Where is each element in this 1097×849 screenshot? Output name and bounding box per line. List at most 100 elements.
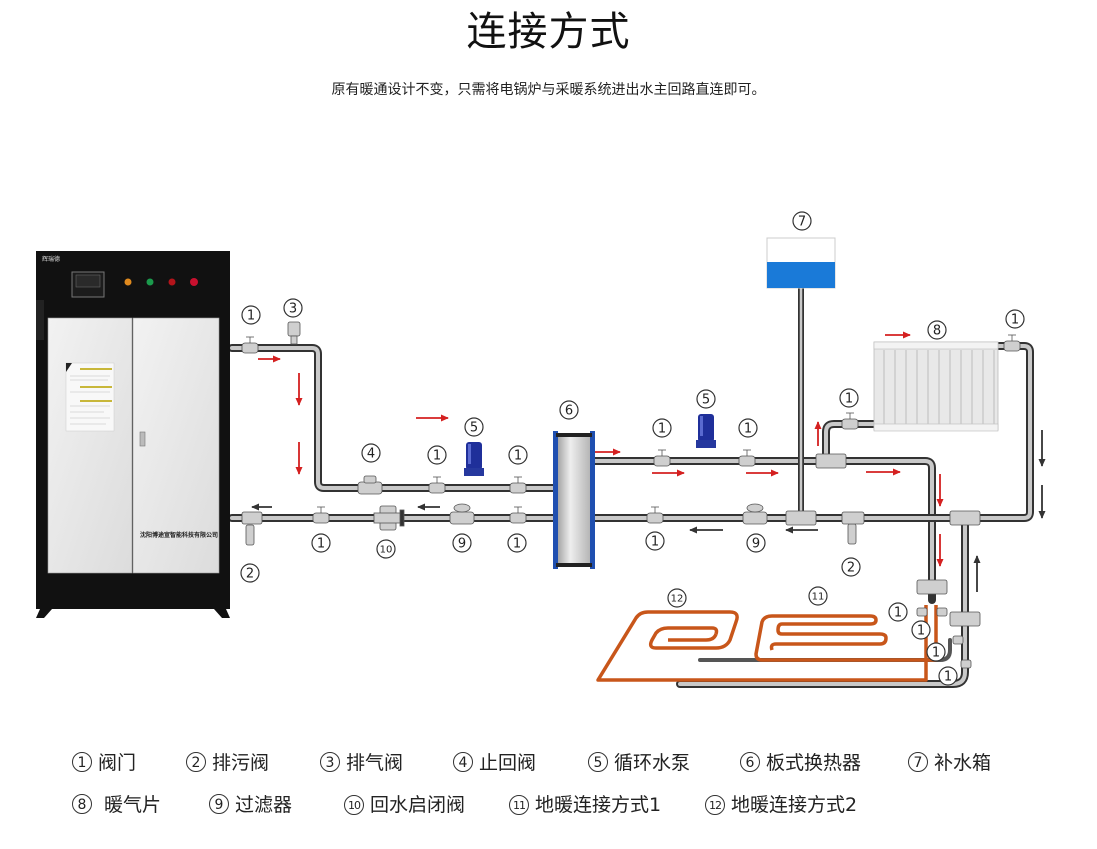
gate-valve [952,635,964,645]
callout-number: 10 [376,539,396,559]
callout-circle [376,539,396,559]
drain-valve [847,523,857,545]
callout-number: 1 [839,388,859,408]
callout-number: 1 [241,305,261,325]
boiler-right-door [132,317,220,574]
gate-valve [646,506,664,524]
callout-number: 1 [888,602,908,622]
callout-number: 1 [1005,309,1025,329]
callout-circle [911,620,931,640]
callout-circle [927,320,947,340]
legend-number: 2 [186,752,206,772]
legend-label: 补水箱 [934,752,992,774]
callout-number: 4 [361,443,381,463]
legend-label: 循环水泵 [614,752,691,774]
gate-valve [916,607,928,617]
indicator-light [190,278,198,286]
callout-number: 1 [938,666,958,686]
callout-circle [452,533,472,553]
drain-valve [245,524,255,546]
callout-number: 12 [667,588,687,608]
legend-item-radiator: 8 暖气片 [72,790,161,817]
pipe-tee [949,510,981,526]
callout-label: 1 [317,537,325,552]
callout-circle [1005,309,1025,329]
callout-circle [667,588,687,608]
callout-number: 9 [452,533,472,553]
air-vent-valve [287,321,301,345]
callout-number: 2 [240,563,260,583]
legend-number: 4 [453,752,473,772]
callout-circle [464,417,484,437]
callout-number: 1 [911,620,931,640]
callout-label: 8 [933,324,941,339]
boiler-left-door [47,317,133,574]
expansion-tank [766,237,836,289]
callout-label: 5 [470,421,478,436]
callout-number: 1 [645,531,665,551]
callout-label: 1 [917,624,925,639]
callout-label: 1 [514,449,522,464]
callout-number: 11 [808,586,828,606]
callout-label: 1 [658,422,666,437]
legend-label: 过滤器 [235,794,293,816]
callout-label: 5 [702,393,710,408]
legend-number: 8 [72,794,92,814]
callout-label: 1 [247,309,255,324]
legend-label: 排气阀 [346,752,404,774]
callout-number: 1 [311,533,331,553]
legend-number: 11 [509,795,529,815]
plate-heat-exchanger [553,431,595,569]
callout-number: 1 [507,533,527,553]
legend-label: 暖气片 [104,794,162,816]
boiler-company-label: 沈阳博途宣智能科技有限公司 [140,531,218,539]
pipe-tee [949,611,981,627]
legend-label: 回水启闭阀 [370,794,466,816]
callout-label: 1 [651,535,659,550]
callout-circle [559,400,579,420]
circulation-pump [696,414,716,448]
callout-number: 1 [427,445,447,465]
pipe-secondary-supply [588,457,936,594]
pipe-boiler-supply [228,344,560,492]
legend-label: 地暖连接方式2 [731,794,858,816]
gate-valve [312,506,330,524]
callout-circle [926,642,946,662]
gate-valve [936,607,948,617]
tank-water-level [767,262,835,288]
callout-circle [938,666,958,686]
radiator [873,341,999,432]
legend-number: 12 [705,795,725,815]
callout-label: 1 [513,537,521,552]
callout-label: 10 [380,545,393,556]
legend-number: 10 [344,795,364,815]
callout-circle [645,531,665,551]
gate-valve [653,449,671,467]
callout-label: 4 [367,447,375,462]
callout-circle [808,586,828,606]
callout-label: 1 [932,646,940,661]
legend-label: 阀门 [98,752,137,774]
return-shutoff-valve [373,505,405,531]
legend-number: 3 [320,752,340,772]
flow-arrows [251,331,1046,592]
filter [742,503,768,525]
callout-number: 1 [738,418,758,438]
legend-label: 地暖连接方式1 [535,794,662,816]
electric-boiler: 辉瑞德 沈阳博途宣智能科技有限公司 [36,251,230,618]
boiler-info-sticker [65,362,115,432]
callout-number: 1 [508,445,528,465]
callout-label: 6 [565,404,573,419]
pipe-tee [241,511,263,525]
callout-circle [738,418,758,438]
gate-valve [509,506,527,524]
callout-number: 8 [927,320,947,340]
circulation-pumps [464,414,716,476]
